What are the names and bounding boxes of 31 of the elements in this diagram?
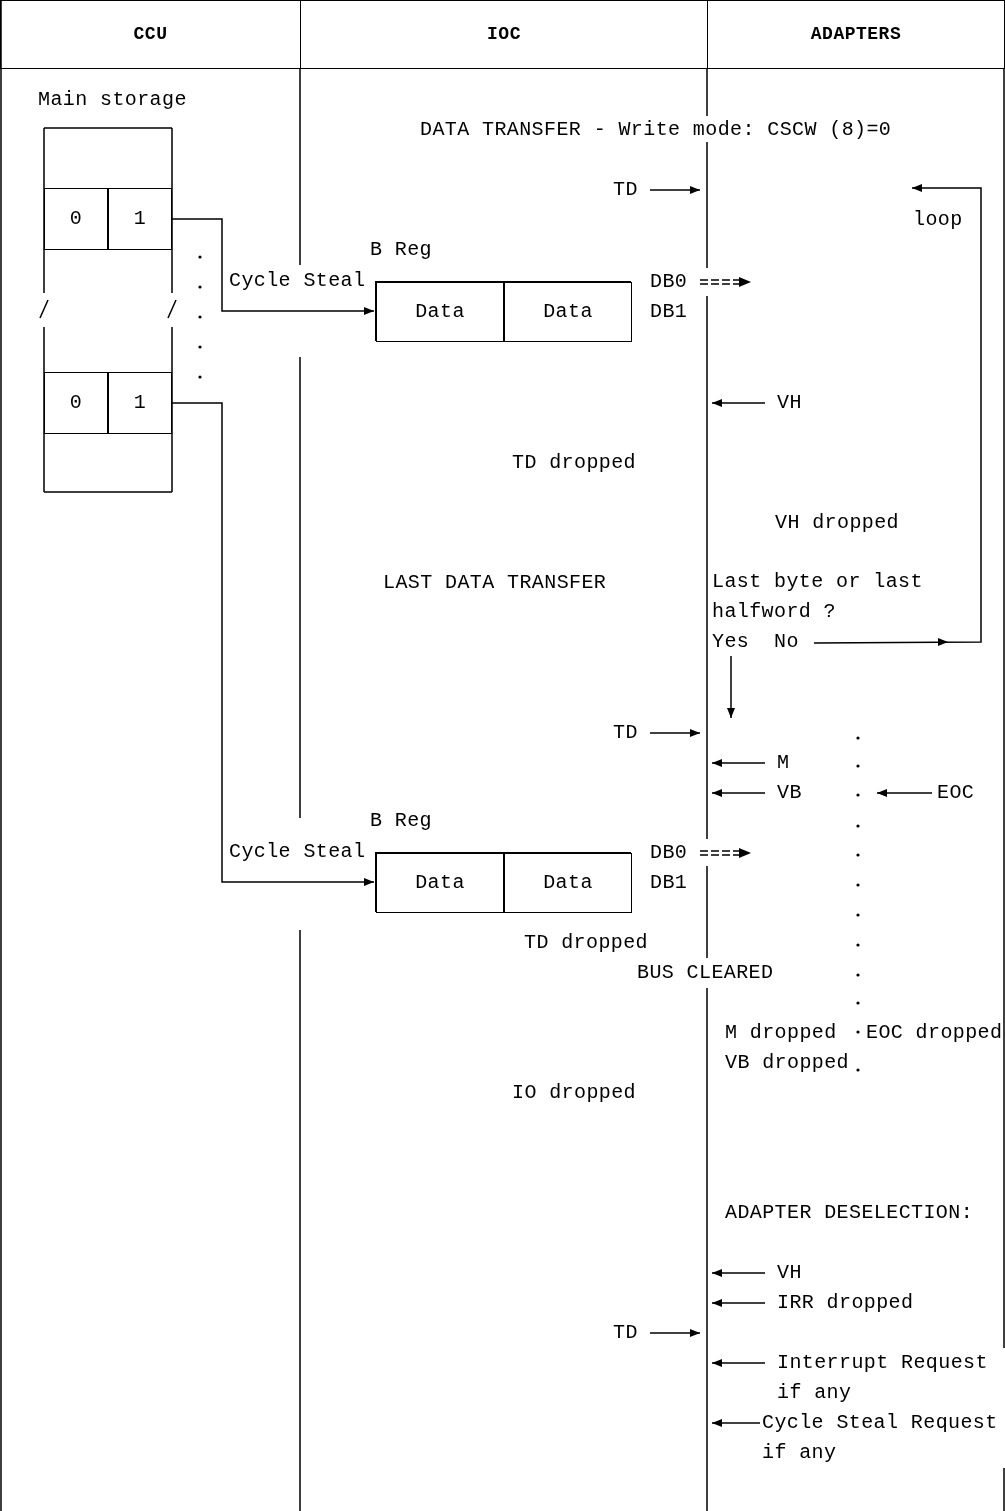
signal-label: Interrupt Request if any <box>777 1348 1005 1408</box>
edge-label: Cycle Steal <box>229 269 366 293</box>
memory-cell: 1 <box>108 372 172 434</box>
signal-label: TD dropped <box>512 451 637 475</box>
branch-label: Yes <box>712 627 752 657</box>
signal-label: VB dropped <box>725 1051 850 1075</box>
signal-label: M dropped <box>725 1021 837 1045</box>
register-heading: B Reg <box>370 238 432 261</box>
memory-cell: 0 <box>44 188 108 250</box>
signal-label: IO dropped <box>512 1081 637 1105</box>
register-heading: B Reg <box>370 809 432 832</box>
column-header: ADAPTERS <box>707 0 1005 69</box>
column-header: CCU <box>0 0 301 69</box>
signal-label: TD dropped <box>524 931 649 955</box>
branch-label: No <box>774 627 802 657</box>
data-field: Data <box>504 853 632 913</box>
data-field: Data <box>504 282 632 342</box>
signal-label: IRR dropped <box>777 1291 914 1315</box>
data-field: Data <box>376 853 504 913</box>
signal-label: EOC dropped <box>866 1021 1003 1045</box>
data-field: Data <box>376 282 504 342</box>
memory-cell: 0 <box>44 372 108 434</box>
phase-heading: DATA TRANSFER - Write mode: CSCW (8)=0 <box>420 118 892 142</box>
signal-label: VH dropped <box>775 511 900 535</box>
signal-label: Cycle Steal Request if any <box>762 1408 1005 1468</box>
decision-text: Last byte or last halfword ? <box>712 567 948 627</box>
edge-label: Cycle Steal <box>229 840 366 864</box>
block-heading: Main storage <box>38 88 187 111</box>
memory-cell: 1 <box>108 188 172 250</box>
edge-label: loop <box>913 208 963 232</box>
column-header: IOC <box>300 0 708 69</box>
